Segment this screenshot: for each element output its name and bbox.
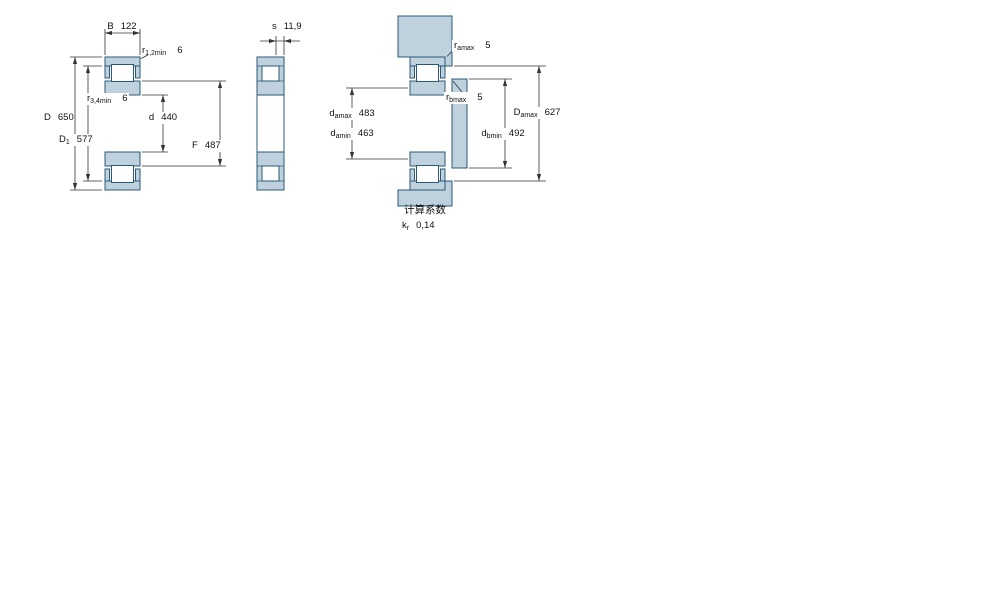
outer-ring-flange-top-right: [135, 65, 141, 79]
mv-roller-bottom: [416, 165, 439, 183]
side-view-outline: [256, 56, 285, 191]
side-roller-top: [261, 65, 280, 82]
roller-top: [111, 64, 134, 82]
mv-inner-ring-top: [409, 80, 446, 96]
outer-ring-flange-bottom-left: [104, 168, 110, 182]
outer-ring-flange-top-left: [104, 65, 110, 79]
mv-flange-bottom-right: [440, 168, 446, 182]
leader-rbmax: [452, 80, 463, 93]
leader-r12: [140, 54, 149, 59]
mv-inner-ring-bottom: [409, 151, 446, 167]
side-view-rollers: [261, 65, 280, 182]
mv-flange-top-right: [440, 65, 446, 79]
inner-ring-bottom: [104, 151, 141, 167]
outer-ring-flange-bottom-right: [135, 168, 141, 182]
calculation-factors-heading: 计算系数: [404, 204, 446, 216]
mv-flange-bottom-left: [409, 168, 415, 182]
roller-bottom: [111, 165, 134, 183]
cross-section-rollers: [111, 64, 134, 183]
cross-section-view: [104, 56, 141, 191]
dimension-arrowheads: [72, 30, 542, 190]
mv-roller-top: [416, 64, 439, 82]
mv-flange-top-left: [409, 65, 415, 79]
mounting-view-rollers: [416, 64, 439, 183]
side-roller-bottom: [261, 165, 280, 182]
